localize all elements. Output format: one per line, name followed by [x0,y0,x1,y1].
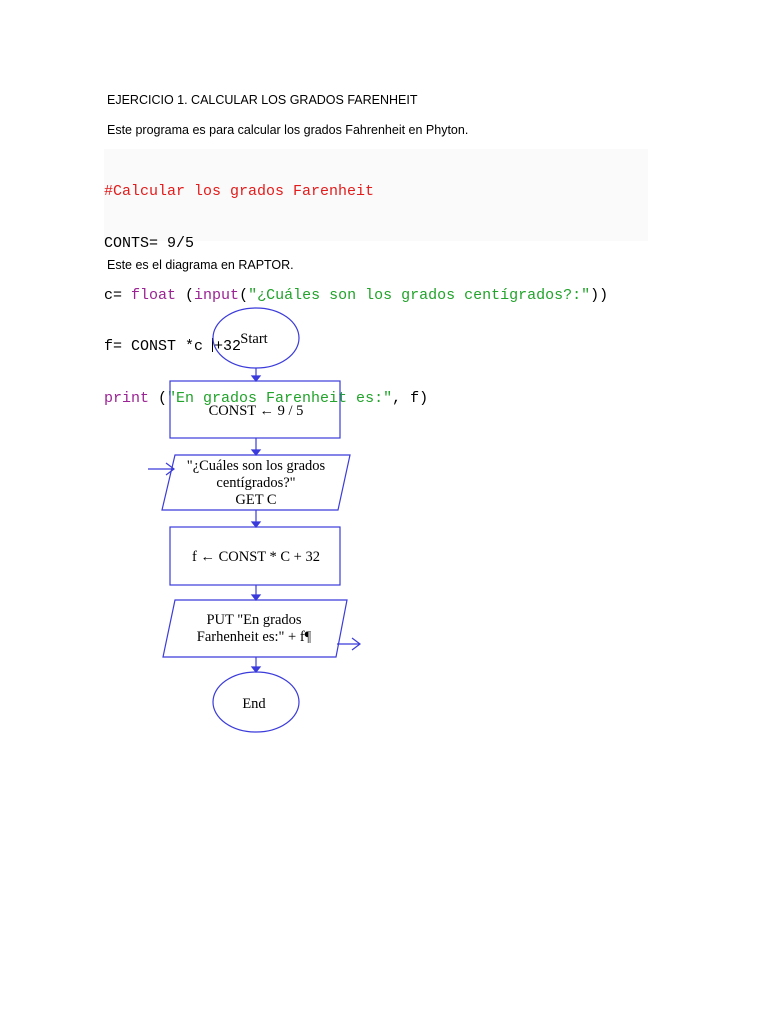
input-parallelogram [161,454,351,511]
code-print-builtin: print [104,389,150,407]
output-arrowhead-icon [351,637,361,651]
code-line-2: CONTS= 9/5 [104,235,648,252]
code-line-5: print ("En grados Farenheit es:", f) [104,390,648,407]
code-block: #Calcular los grados Farenheit CONTS= 9/… [104,149,648,407]
assign-const-box [169,380,341,439]
output-line1: PUT "En grados [206,612,301,628]
code-string: "¿Cuáles son los grados centígrados?:" [248,286,591,304]
code-token: c= [104,286,132,304]
code-line-4: f= CONST *c +32 [104,338,648,355]
code-token: ( [239,286,249,304]
code-assignment: CONTS= 9/5 [104,235,195,252]
text-cursor [212,338,214,353]
assign-const-label: CONST ← 9 / 5 [209,403,304,419]
input-prompt-line1: "¿Cuáles son los grados [187,458,326,474]
arrowhead-icon [250,521,262,528]
code-string: "En grados Farenheit es:" [167,389,393,407]
code-input-builtin: input [194,286,240,304]
exercise-heading: EJERCICIO 1. CALCULAR LOS GRADOS FARENHE… [107,93,418,107]
code-line-3: c= float (input("¿Cuáles son los grados … [104,287,648,304]
code-token: )) [590,286,609,304]
arrowhead-icon [250,449,262,456]
code-float-builtin: float [131,286,177,304]
input-get-label: GET C [235,492,276,508]
code-token: ( [149,389,168,407]
output-line2: Farhenheit es:" + f¶ [197,629,312,645]
assign-f-label: f ← CONST * C + 32 [192,549,320,565]
code-line-1: #Calcular los grados Farenheit [104,183,648,200]
code-token: ( [176,286,195,304]
input-arrowhead-icon [165,462,175,476]
code-token: +32 [214,338,242,356]
arrowhead-icon [250,666,262,673]
assign-f-box [169,526,341,586]
code-token: f= CONST *c [104,338,213,356]
arrowhead-icon [250,375,262,382]
output-parallelogram [162,599,348,658]
end-label: End [242,696,266,712]
code-token: , f) [392,389,429,407]
input-prompt-line2: centígrados?" [216,475,295,491]
intro-text: Este programa es para calcular los grado… [107,123,469,137]
start-terminal [212,307,300,369]
start-label: Start [240,331,267,347]
end-terminal [212,671,300,733]
diagram-caption: Este es el diagrama en RAPTOR. [107,258,294,272]
arrowhead-icon [250,594,262,601]
code-comment: #Calcular los grados Farenheit [104,183,375,201]
